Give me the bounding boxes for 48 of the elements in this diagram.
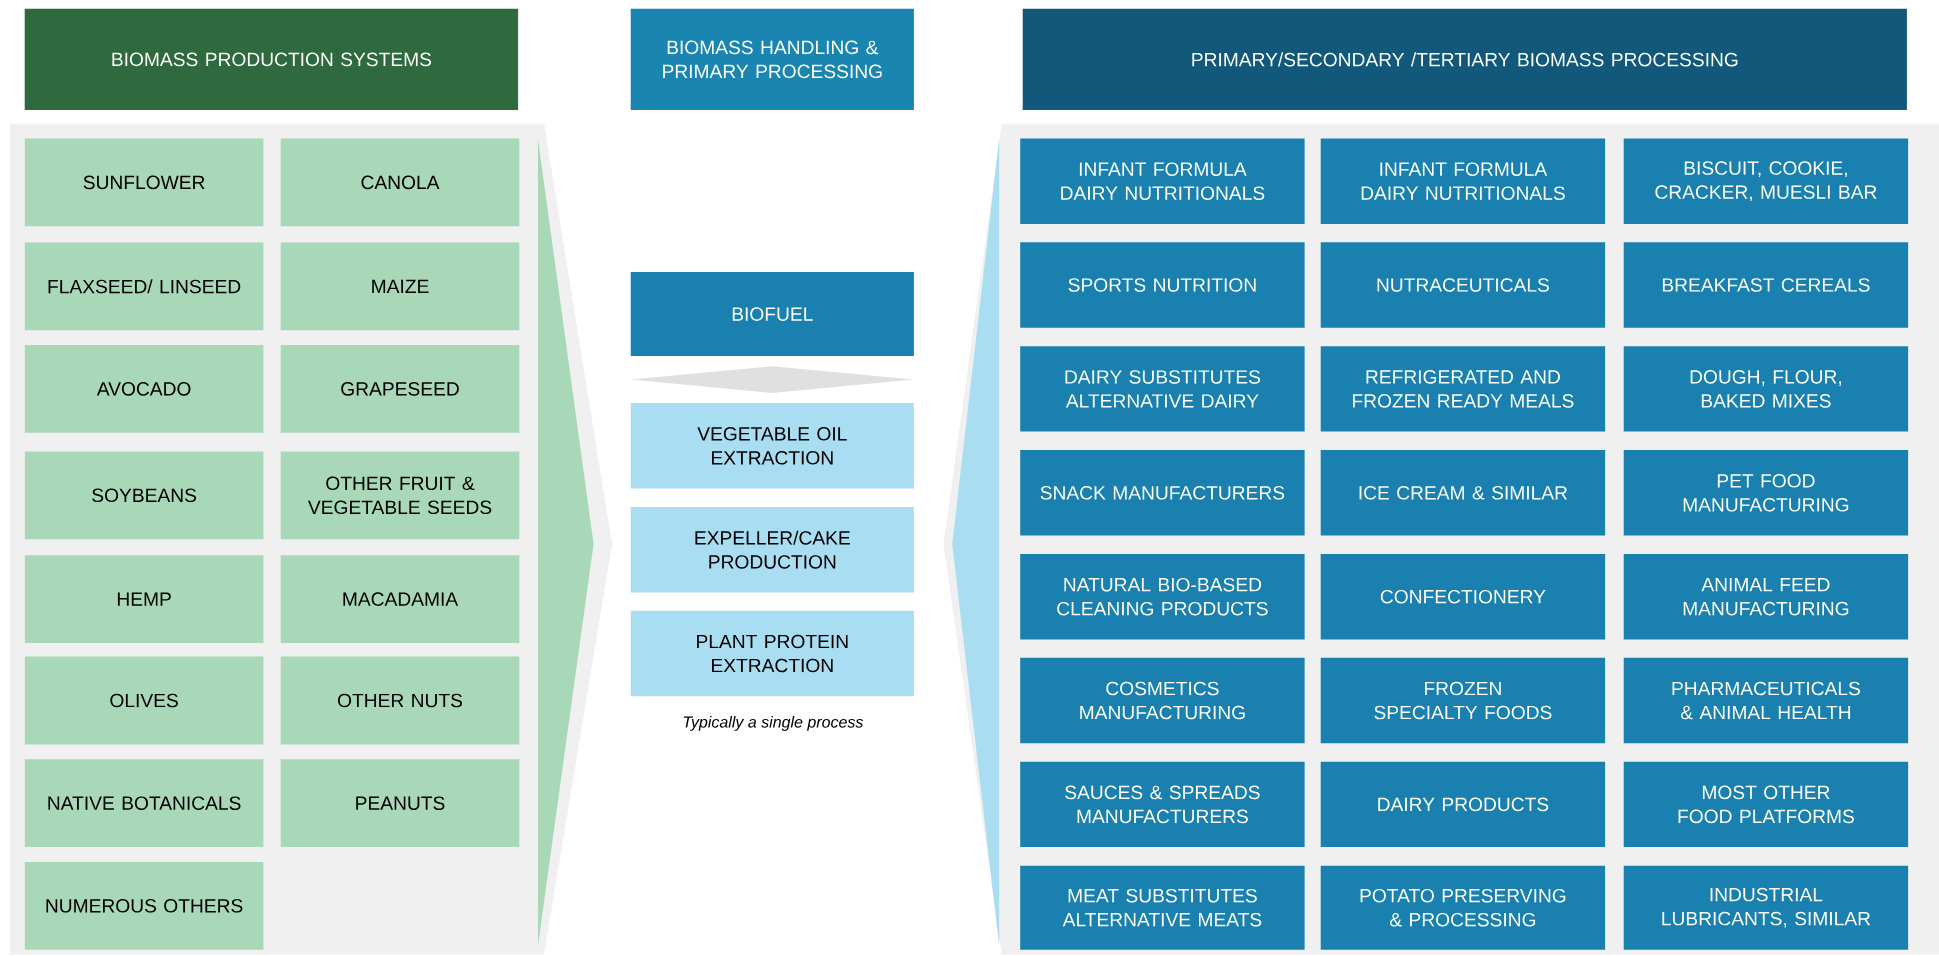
header-box: BIOMASS PRODUCTION SYSTEMS <box>24 8 519 111</box>
industry-box: CONFECTIONERY <box>1320 554 1606 640</box>
process-box: VEGETABLE OIL EXTRACTION <box>630 403 914 489</box>
crop-box: CANOLA <box>280 138 520 227</box>
crop-box: SUNFLOWER <box>24 138 264 227</box>
crop-box: NUMEROUS OTHERS <box>24 861 264 950</box>
industry-box: DOUGH, FLOUR, BAKED MIXES <box>1623 346 1909 432</box>
note-text: Typically a single process <box>683 715 864 731</box>
industry-box: REFRIGERATED AND FROZEN READY MEALS <box>1320 346 1606 432</box>
industry-box: DAIRY PRODUCTS <box>1320 761 1606 848</box>
crop-box: GRAPESEED <box>280 345 520 433</box>
industry-box: NUTRACEUTICALS <box>1320 242 1606 328</box>
process-box: BIOFUEL <box>630 272 914 357</box>
industry-box: SNACK MANUFACTURERS <box>1020 450 1305 536</box>
industry-box: INFANT FORMULA DAIRY NUTRITIONALS <box>1320 138 1606 224</box>
crop-box: OTHER NUTS <box>280 656 520 745</box>
header-box: PRIMARY/SECONDARY /TERTIARY BIOMASS PROCESSING <box>1022 8 1907 111</box>
crop-box: HEMP <box>24 555 264 643</box>
crop-box: SOYBEANS <box>24 451 264 540</box>
industry-box: ANIMAL FEED MANUFACTURING <box>1623 554 1909 640</box>
industry-box: DAIRY SUBSTITUTES ALTERNATIVE DAIRY <box>1020 346 1305 432</box>
crop-box: MAIZE <box>280 242 520 331</box>
industry-box: BREAKFAST CEREALS <box>1623 242 1909 328</box>
crop-box: PEANUTS <box>280 759 520 848</box>
separator-diamond <box>630 366 914 394</box>
industry-box: MOST OTHER FOOD PLATFORMS <box>1623 761 1909 848</box>
industry-box: INDUSTRIAL LUBRICANTS, SIMILAR <box>1623 865 1909 950</box>
industry-box: PHARMACEUTICALS & ANIMAL HEALTH <box>1623 657 1909 744</box>
industry-box: INFANT FORMULA DAIRY NUTRITIONALS <box>1020 138 1305 224</box>
process-box: PLANT PROTEIN EXTRACTION <box>630 610 914 697</box>
crop-box: NATIVE BOTANICALS <box>24 759 264 848</box>
crop-box: OTHER FRUIT & VEGETABLE SEEDS <box>280 451 520 540</box>
industry-box: MEAT SUBSTITUTES ALTERNATIVE MEATS <box>1020 865 1305 950</box>
crop-box: FLAXSEED/ LINSEED <box>24 242 264 331</box>
process-box: EXPELLER/CAKE PRODUCTION <box>630 507 914 593</box>
industry-box: ICE CREAM & SIMILAR <box>1320 450 1606 536</box>
industry-box: SAUCES & SPREADS MANUFACTURERS <box>1020 761 1305 848</box>
industry-box: FROZEN SPECIALTY FOODS <box>1320 657 1606 744</box>
industry-box: SPORTS NUTRITION <box>1020 242 1305 328</box>
industry-box: BISCUIT, COOKIE, CRACKER, MUESLI BAR <box>1623 138 1909 224</box>
industry-box: COSMETICS MANUFACTURING <box>1020 657 1305 744</box>
crop-box: AVOCADO <box>24 345 264 433</box>
header-box: BIOMASS HANDLING & PRIMARY PROCESSING <box>630 8 914 111</box>
industry-box: PET FOOD MANUFACTURING <box>1623 450 1909 536</box>
industry-box: NATURAL BIO-BASED CLEANING PRODUCTS <box>1020 554 1305 640</box>
crop-box: MACADAMIA <box>280 555 520 643</box>
industry-box: POTATO PRESERVING & PROCESSING <box>1320 865 1606 950</box>
crop-box: OLIVES <box>24 656 264 745</box>
